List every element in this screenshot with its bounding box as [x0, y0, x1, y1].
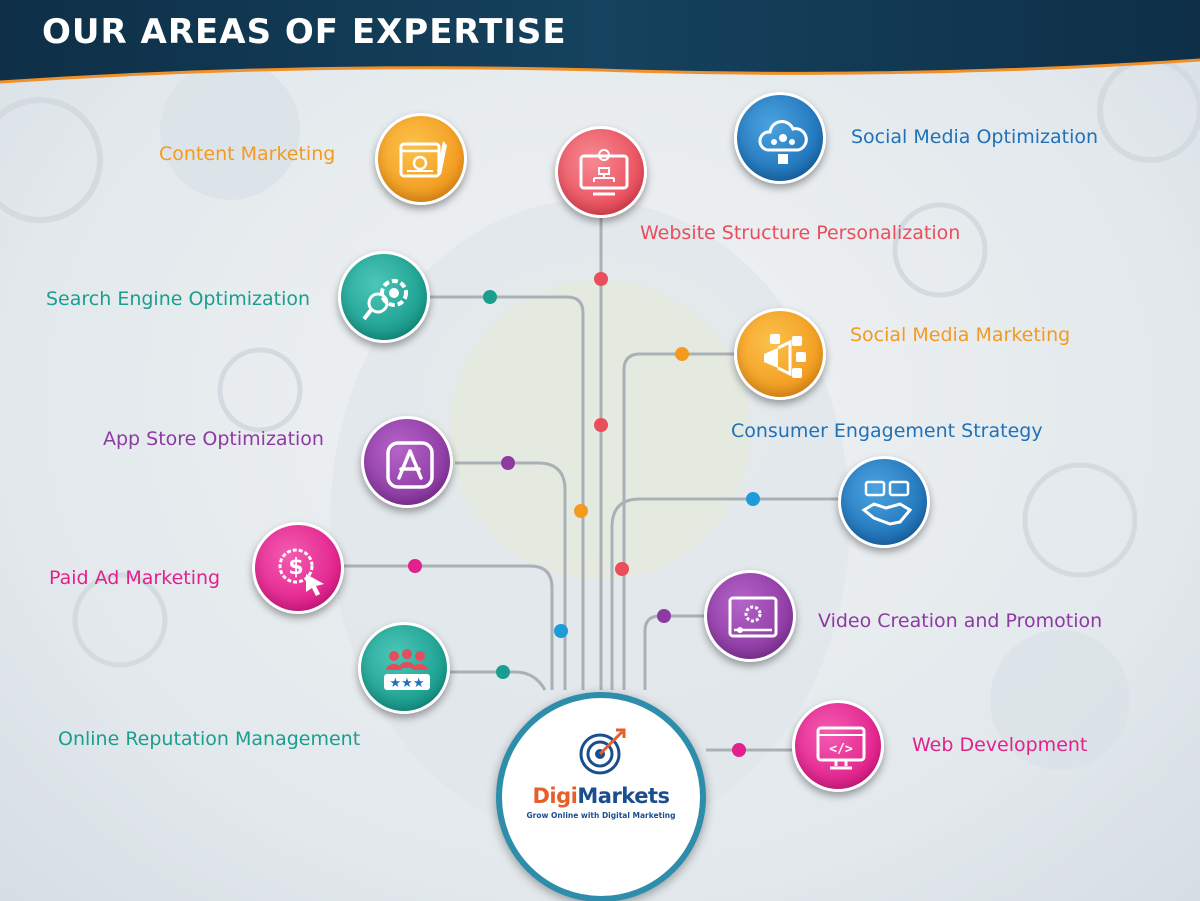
- svg-text:</>: </>: [829, 742, 853, 757]
- icon-circle-web-development: </>: [792, 700, 884, 792]
- label-content-marketing: Content Marketing: [159, 143, 336, 165]
- megaphone-icon: [764, 334, 806, 378]
- seo-gear-icon: [362, 279, 408, 321]
- icon-circle-app-store: [361, 416, 453, 508]
- page-title: OUR AREAS OF EXPERTISE: [42, 12, 567, 52]
- icon-circle-paid-ad: $: [252, 522, 344, 614]
- node-dot: [408, 559, 422, 573]
- icon-circle-social-media-marketing: [734, 308, 826, 400]
- header-bar: OUR AREAS OF EXPERTISE: [0, 0, 1200, 84]
- content-marketing-icon: [399, 141, 447, 178]
- label-web-development: Web Development: [912, 734, 1088, 756]
- rating-stars-icon: ★★★: [384, 649, 430, 691]
- node-dot: [483, 290, 497, 304]
- label-social-media-marketing: Social Media Marketing: [850, 324, 1071, 346]
- icon-circle-website-structure: [555, 126, 647, 218]
- node-dot: [554, 624, 568, 638]
- node-dot: [657, 609, 671, 623]
- label-video: Video Creation and Promotion: [818, 610, 1103, 632]
- wire-video: [643, 614, 704, 690]
- handshake-icon: [861, 480, 913, 526]
- label-consumer-engagement: Consumer Engagement Strategy: [731, 420, 1043, 442]
- label-social-media-optimization: Social Media Optimization: [851, 126, 1099, 148]
- svg-text:★★★: ★★★: [390, 676, 425, 691]
- node-dot: [615, 562, 629, 576]
- label-app-store: App Store Optimization: [103, 428, 324, 450]
- node-dot: [675, 347, 689, 361]
- brand-name-part2: Markets: [577, 784, 670, 808]
- node-dot: [746, 492, 760, 506]
- icon-circle-reputation: ★★★: [358, 622, 450, 714]
- node-dot: [574, 504, 588, 518]
- node-dot: [501, 456, 515, 470]
- brand-name: DigiMarkets: [502, 784, 700, 808]
- wire-smm: [622, 352, 734, 690]
- node-dot: [496, 665, 510, 679]
- video-icon: [728, 596, 778, 638]
- target-logo-icon: [579, 728, 626, 775]
- sitemap-icon: [579, 149, 629, 196]
- node-dot: [732, 743, 746, 757]
- app-store-icon: [386, 441, 434, 489]
- wire-orm: [450, 670, 547, 691]
- svg-text:$: $: [288, 555, 303, 580]
- icon-circle-social-media-optimization: [734, 92, 826, 184]
- social-cloud-icon: [758, 120, 808, 164]
- brand-name-part1: Digi: [532, 784, 578, 808]
- wire-ces: [610, 497, 838, 690]
- dollar-cursor-icon: $: [278, 548, 324, 596]
- brand-tagline: Grow Online with Digital Marketing: [526, 811, 676, 820]
- wire-paid: [344, 564, 554, 690]
- wire-seo: [430, 295, 585, 690]
- icon-circle-consumer-engagement: [838, 456, 930, 548]
- hub-logo-circle: DigiMarkets Grow Online with Digital Mar…: [496, 692, 706, 901]
- label-seo: Search Engine Optimization: [46, 288, 311, 310]
- label-website-structure: Website Structure Personalization: [640, 222, 961, 244]
- node-dot: [594, 418, 608, 432]
- node-dot: [594, 272, 608, 286]
- icon-circle-seo: [338, 251, 430, 343]
- code-monitor-icon: </>: [816, 726, 866, 770]
- icon-circle-video: [704, 570, 796, 662]
- label-paid-ad: Paid Ad Marketing: [49, 567, 221, 589]
- label-reputation: Online Reputation Management: [58, 728, 361, 750]
- icon-circle-content-marketing: [375, 113, 467, 205]
- wire-aso: [455, 461, 567, 690]
